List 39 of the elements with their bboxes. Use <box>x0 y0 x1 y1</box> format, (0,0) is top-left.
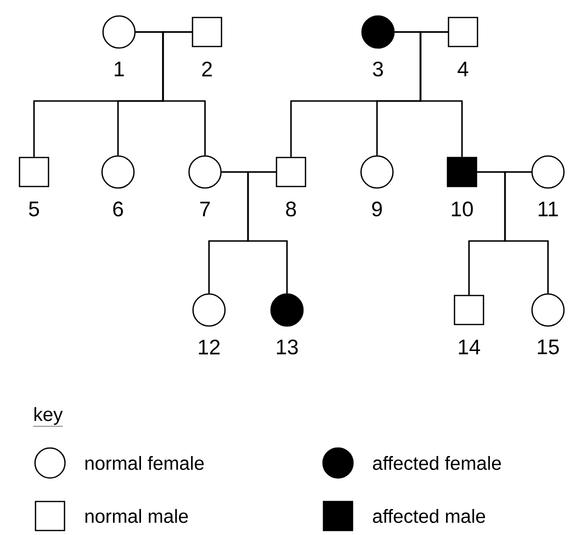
circle-symbol <box>101 155 135 189</box>
legend-text: affected female <box>373 456 501 470</box>
descent-line <box>247 171 288 294</box>
circle-symbol <box>531 293 565 327</box>
filled-circle-symbol <box>361 15 395 49</box>
number-label: 7 <box>200 202 210 216</box>
number-label: 2 <box>202 62 212 76</box>
number-label: 15 <box>538 340 559 354</box>
number-label: 14 <box>458 340 480 354</box>
key-heading: key <box>33 407 63 426</box>
number-label: 6 <box>113 202 123 216</box>
number-label: 12 <box>198 340 220 354</box>
descent-line <box>504 171 549 294</box>
number-label: 5 <box>29 202 39 216</box>
filled-circle-symbol <box>270 293 304 327</box>
circle-symbol <box>102 15 136 49</box>
descent-line <box>420 31 463 157</box>
number-label: 3 <box>372 62 383 76</box>
circle-symbol <box>192 293 226 327</box>
number-label: 11 <box>538 202 558 216</box>
number-label: 4 <box>458 62 468 76</box>
legend-text: affected male <box>373 509 486 523</box>
number-label: 8 <box>286 202 296 216</box>
square-symbol <box>276 156 306 188</box>
square-symbol <box>448 16 478 48</box>
number-label: 10 <box>452 202 473 216</box>
legend-text: normal female <box>85 456 204 470</box>
circle-symbol <box>360 155 394 189</box>
legend-text: normal male <box>85 509 188 523</box>
circle-symbol <box>188 155 222 189</box>
descent-line <box>162 31 206 156</box>
number-label: 1 <box>114 62 124 76</box>
square-symbol <box>454 294 484 326</box>
number-label: 13 <box>276 340 298 354</box>
number-label: 9 <box>372 202 382 216</box>
square-symbol <box>192 16 222 48</box>
square-symbol <box>18 156 50 188</box>
circle-symbol <box>531 155 565 189</box>
filled-square-symbol <box>446 156 478 188</box>
